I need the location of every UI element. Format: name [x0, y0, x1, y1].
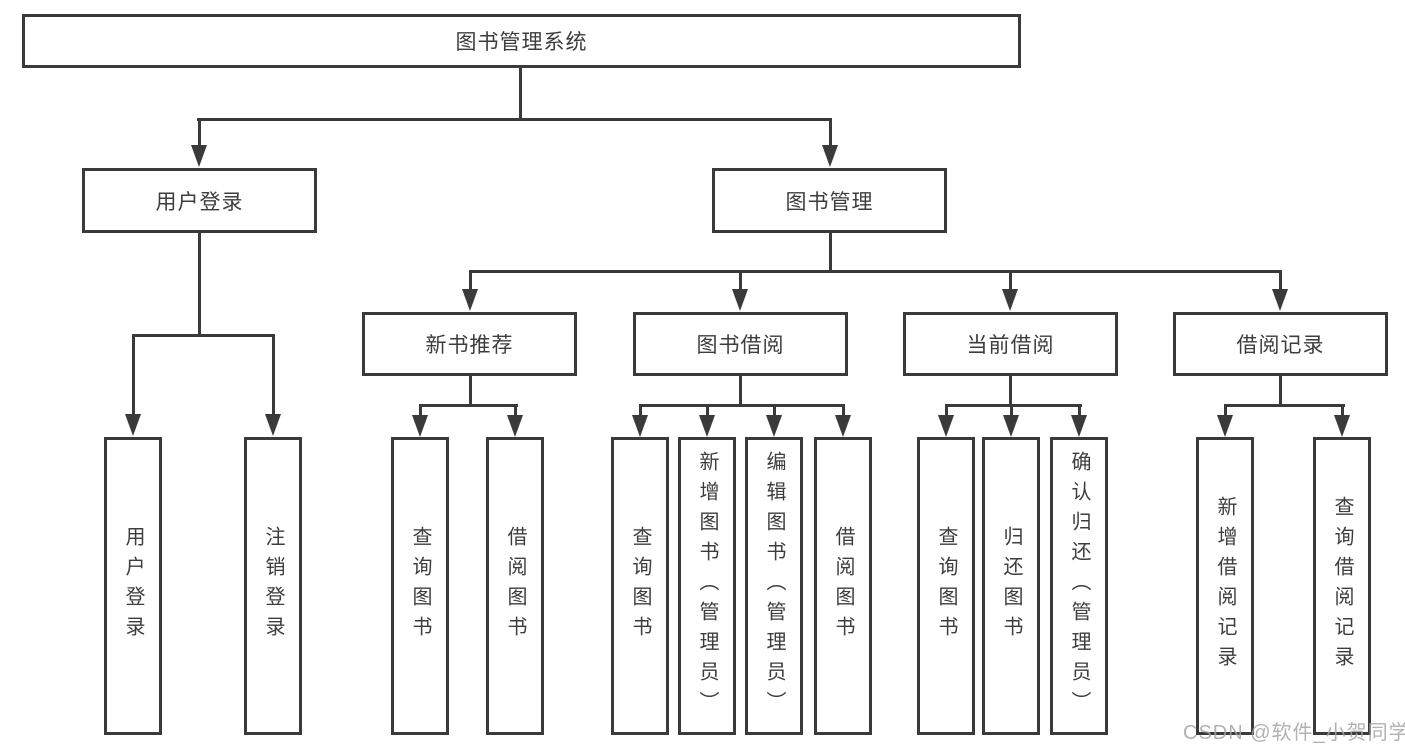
node-borrowing-records: 借阅记录 — [1173, 312, 1388, 376]
leaf-confirm-return-admin: 确认归还（管理员） — [1050, 437, 1108, 735]
arrow-down-icon — [507, 415, 523, 437]
leaf-label: 用户登录 — [122, 526, 144, 646]
leaf-query-books-recommend: 查询图书 — [391, 437, 449, 735]
arrow-down-icon — [1002, 289, 1018, 311]
connector-line — [1010, 404, 1013, 416]
leaf-label: 查询图书 — [409, 526, 431, 646]
leaf-add-borrow-record: 新增借阅记录 — [1196, 437, 1254, 735]
leaf-label: 新增借阅记录 — [1214, 496, 1236, 676]
node-book-management: 图书管理 — [712, 168, 947, 233]
leaf-query-books-borrowing: 查询图书 — [611, 437, 669, 735]
leaf-label: 归还图书 — [1000, 526, 1022, 646]
arrow-down-icon — [125, 414, 141, 436]
leaf-query-borrow-record: 查询借阅记录 — [1313, 437, 1371, 735]
arrow-down-icon — [265, 414, 281, 436]
connector-line — [1224, 404, 1227, 416]
connector-line — [706, 404, 709, 416]
connector-line — [773, 404, 776, 416]
node-label: 用户登录 — [155, 190, 244, 214]
node-label: 图书管理 — [785, 190, 874, 214]
connector-line — [829, 233, 832, 272]
arrow-down-icon — [412, 415, 428, 437]
node-label: 图书借阅 — [696, 334, 785, 357]
leaf-edit-books-admin: 编辑图书（管理员） — [745, 437, 803, 735]
connector-line — [519, 68, 522, 120]
connector-line — [945, 404, 1082, 407]
connector-line — [419, 404, 422, 416]
connector-line — [132, 334, 275, 337]
arrow-down-icon — [699, 415, 715, 437]
connector-line — [198, 233, 201, 336]
leaf-user-login: 用户登录 — [104, 437, 162, 735]
leaf-logout: 注销登录 — [244, 437, 302, 735]
leaf-label: 确认归还（管理员） — [1068, 451, 1090, 721]
leaf-borrow-books: 借阅图书 — [814, 437, 872, 735]
node-current-borrowing: 当前借阅 — [903, 312, 1118, 376]
leaf-label: 借阅图书 — [832, 526, 854, 646]
arrow-down-icon — [462, 289, 478, 311]
leaf-label: 查询图书 — [629, 526, 651, 646]
connector-line — [198, 118, 201, 148]
arrow-down-icon — [632, 415, 648, 437]
connector-line — [1341, 404, 1344, 416]
connector-line — [469, 270, 1282, 273]
connector-line — [739, 376, 742, 406]
node-book-borrowing: 图书借阅 — [633, 312, 848, 376]
connector-line — [1279, 270, 1282, 290]
arrow-down-icon — [191, 145, 207, 167]
connector-line — [1078, 404, 1081, 416]
arrow-down-icon — [1272, 289, 1288, 311]
connector-line — [514, 404, 517, 416]
connector-line — [739, 270, 742, 290]
arrow-down-icon — [732, 289, 748, 311]
connector-line — [197, 118, 832, 121]
connector-line — [1009, 376, 1012, 406]
watermark: CSDN @软件_小贺同学 — [1183, 722, 1405, 744]
connector-line — [639, 404, 642, 416]
connector-line — [469, 270, 472, 290]
connector-line — [272, 334, 275, 414]
node-label: 借阅记录 — [1236, 334, 1325, 357]
arrow-down-icon — [1071, 415, 1087, 437]
node-label: 当前借阅 — [966, 334, 1055, 357]
connector-line — [419, 404, 518, 407]
connector-line — [1224, 404, 1345, 407]
connector-line — [639, 404, 845, 407]
leaf-return-books: 归还图书 — [982, 437, 1040, 735]
node-user-login: 用户登录 — [82, 168, 317, 233]
connector-line — [945, 404, 948, 416]
connector-line — [1009, 270, 1012, 290]
leaf-label: 编辑图书（管理员） — [763, 451, 785, 721]
leaf-label: 借阅图书 — [504, 526, 526, 646]
leaf-label: 新增图书（管理员） — [696, 451, 718, 721]
leaf-label: 查询借阅记录 — [1331, 496, 1353, 676]
connector-line — [1279, 376, 1282, 406]
node-new-book-recommendation: 新书推荐 — [362, 312, 577, 376]
arrow-down-icon — [766, 415, 782, 437]
node-label: 图书管理系统 — [455, 31, 588, 54]
arrow-down-icon — [1217, 415, 1233, 437]
connector-line — [132, 334, 135, 414]
leaf-label: 注销登录 — [262, 526, 284, 646]
leaf-add-books-admin: 新增图书（管理员） — [678, 437, 736, 735]
leaf-borrow-books-recommend: 借阅图书 — [486, 437, 544, 735]
leaf-label: 查询图书 — [935, 526, 957, 646]
arrow-down-icon — [822, 145, 838, 167]
arrow-down-icon — [1334, 415, 1350, 437]
node-label: 新书推荐 — [425, 334, 514, 357]
connector-line — [469, 376, 472, 406]
connector-line — [829, 118, 832, 148]
leaf-query-books-current: 查询图书 — [917, 437, 975, 735]
node-library-management-system: 图书管理系统 — [22, 14, 1021, 68]
arrow-down-icon — [938, 415, 954, 437]
connector-line — [842, 404, 845, 416]
arrow-down-icon — [1003, 415, 1019, 437]
arrow-down-icon — [835, 415, 851, 437]
